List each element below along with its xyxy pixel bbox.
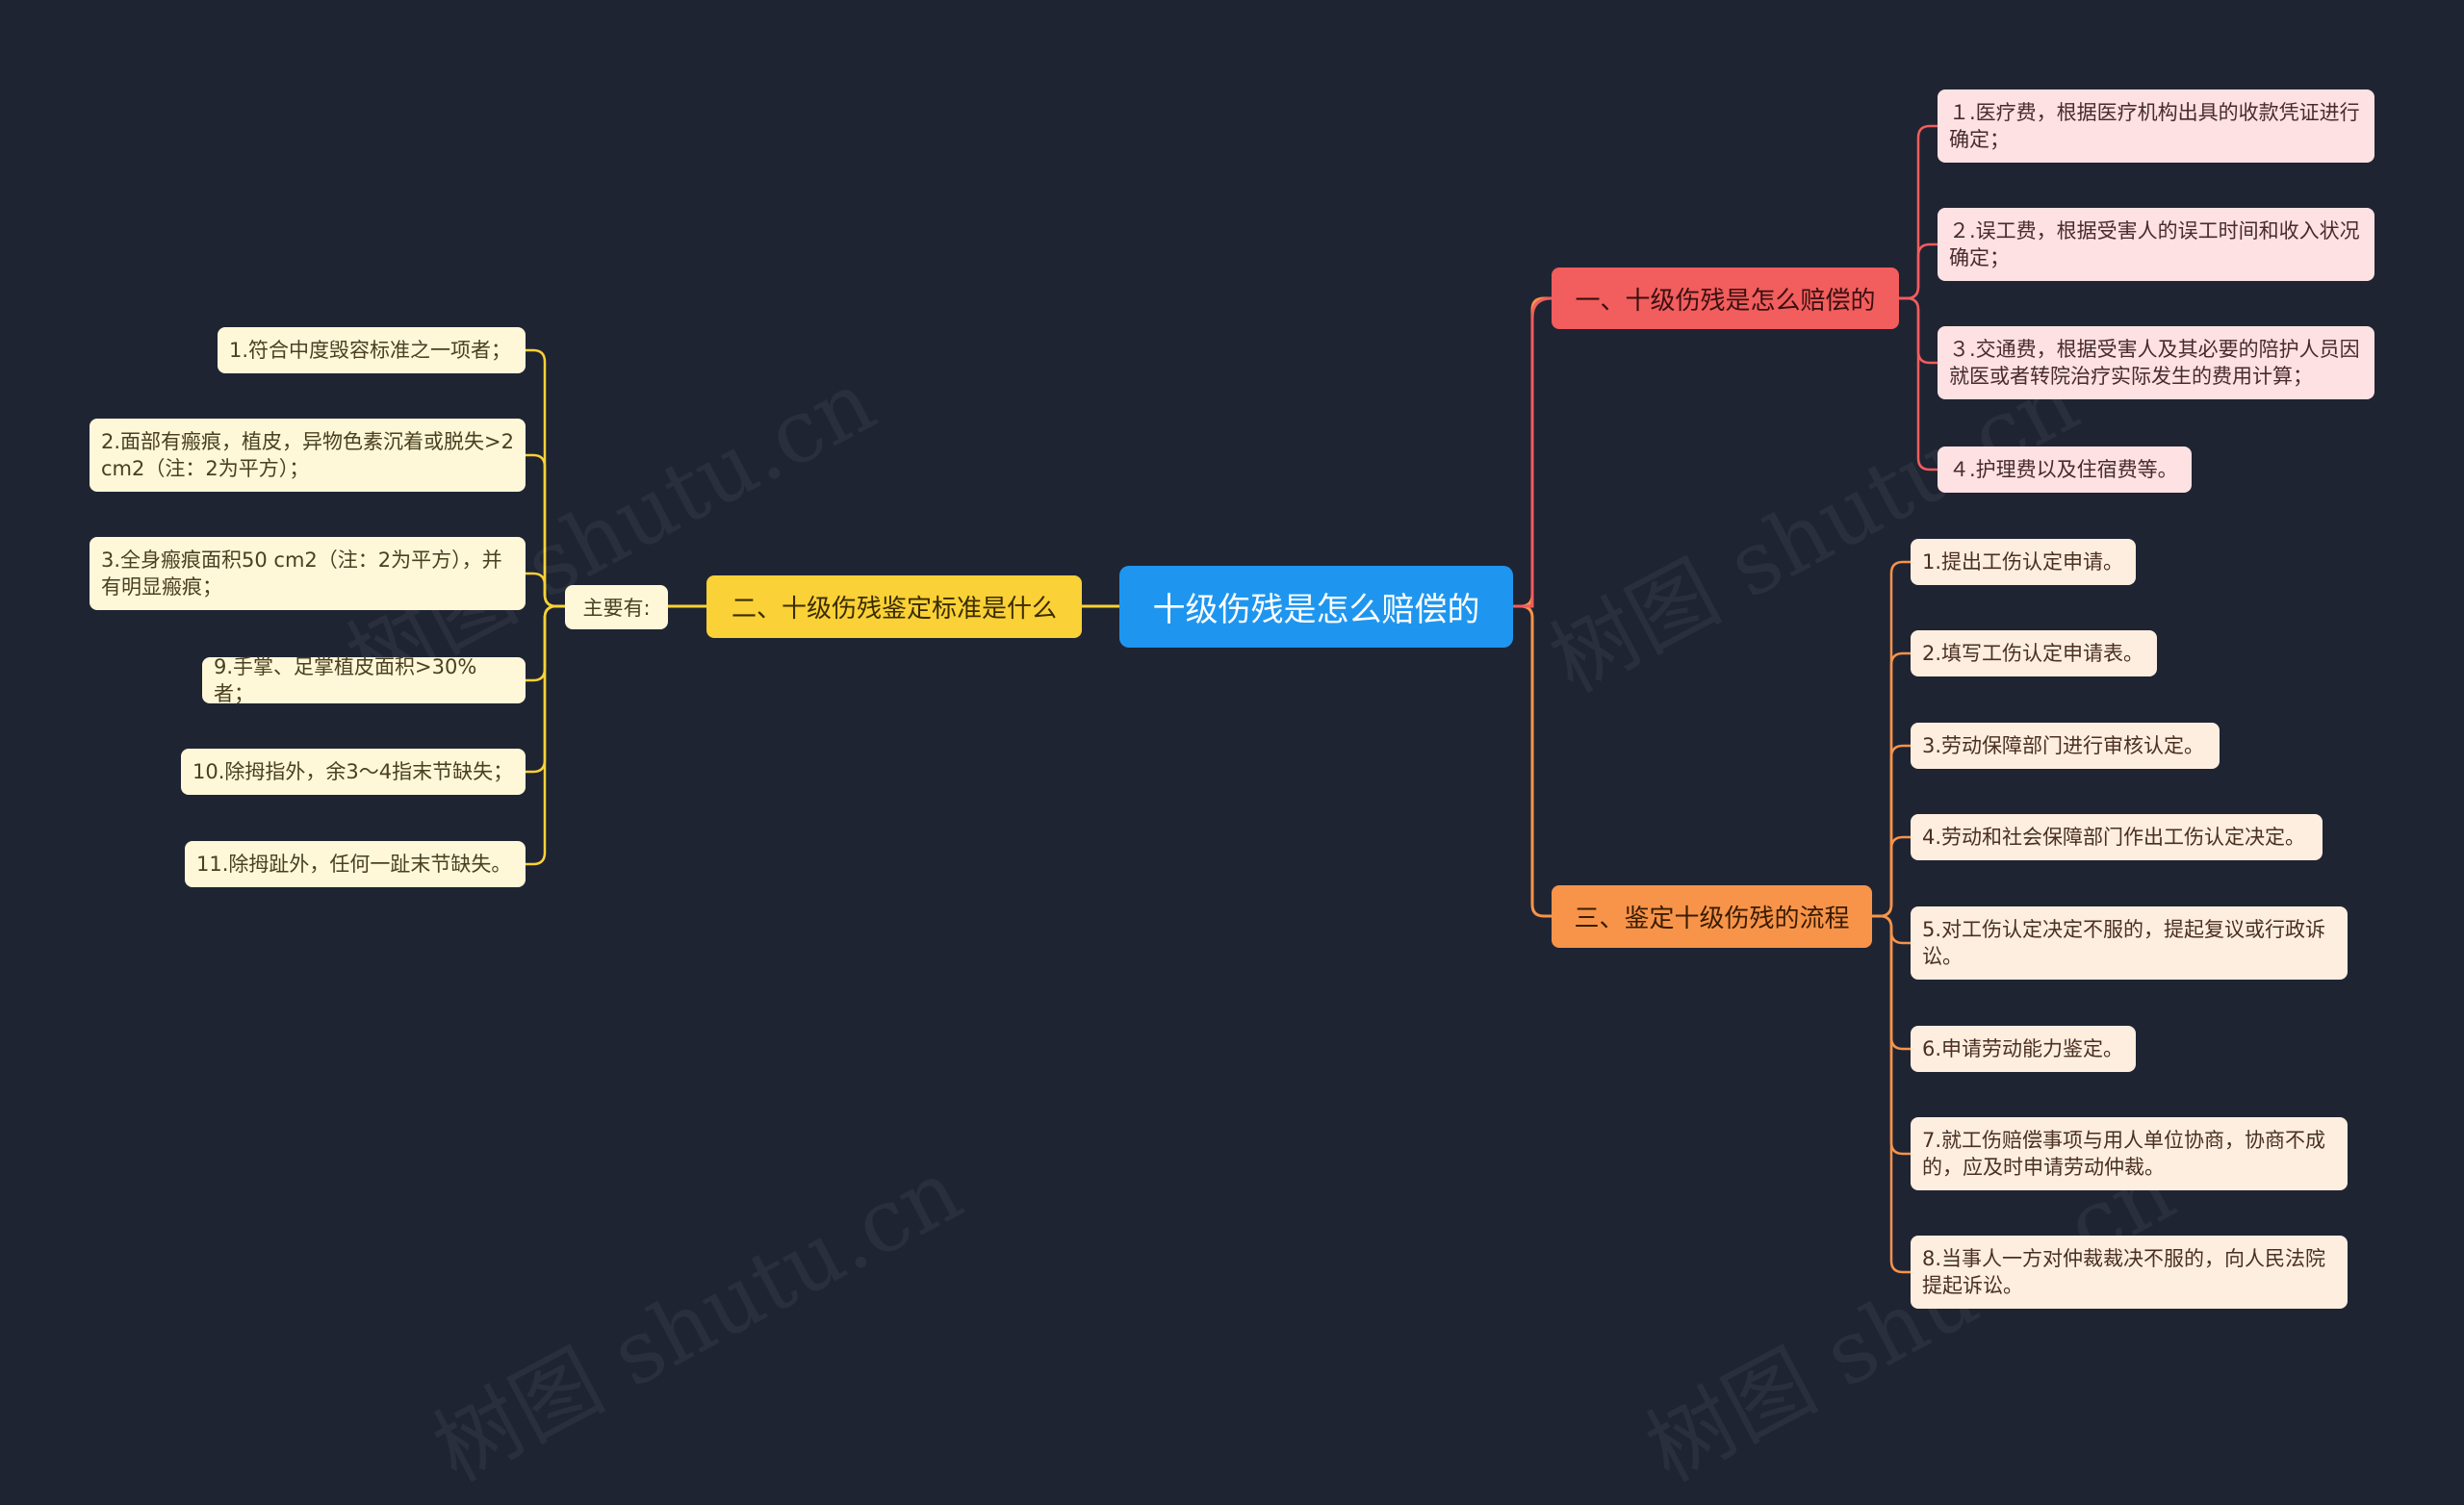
standard-item[interactable]: 9.手掌、足掌植皮面积>30%者； [202, 655, 526, 705]
process-item[interactable]: 1.提出工伤认定申请。 [1911, 539, 2136, 585]
branch-compensation[interactable]: 一、十级伤残是怎么赔偿的 [1552, 268, 1899, 329]
compensation-item-line [1899, 242, 1938, 300]
process-item[interactable]: 6.申请劳动能力鉴定。 [1911, 1026, 2136, 1072]
process-item[interactable]: 7.就工伤赔偿事项与用人单位协商，协商不成的，应及时申请劳动仲裁。 [1911, 1117, 2348, 1190]
standard-item-line [526, 604, 565, 866]
compensation-item-line [1899, 296, 1938, 472]
branch-standard[interactable]: 二、十级伤残鉴定标准是什么 [706, 575, 1082, 638]
standard-item[interactable]: 3.全身瘢痕面积50 cm2（注：2为平方），并有明显瘢痕； [90, 537, 526, 610]
connector-lines [526, 124, 1938, 1274]
branch-compensation-title: 一、十级伤残是怎么赔偿的 [1575, 286, 1876, 316]
process-item[interactable]: 3.劳动保障部门进行审核认定。 [1911, 723, 2220, 769]
branch-process[interactable]: 三、鉴定十级伤残的流程 [1552, 885, 1872, 948]
compensation-item[interactable]: ４.护理费以及住宿费等。 [1938, 446, 2192, 493]
process-item-line [1872, 835, 1911, 918]
standard-item[interactable]: 2.面部有瘢痕，植皮，异物色素沉着或脱失>2 cm2（注：2为平方）； [90, 419, 526, 492]
process-item[interactable]: 5.对工伤认定决定不服的，提起复议或行政诉讼。 [1911, 906, 2348, 980]
standard-label[interactable]: 主要有: [565, 585, 668, 629]
process-item[interactable]: 2.填写工伤认定申请表。 [1911, 630, 2157, 676]
root-to-right-branch-line [1513, 604, 1552, 918]
process-item[interactable]: 8.当事人一方对仲裁裁决不服的，向人民法院提起诉讼。 [1911, 1236, 2348, 1309]
branch-standard-title: 二、十级伤残鉴定标准是什么 [731, 595, 1057, 624]
compensation-item[interactable]: １.医疗费，根据医疗机构出具的收款凭证进行确定； [1938, 89, 2374, 163]
compensation-item[interactable]: ２.误工费，根据受害人的误工时间和收入状况确定； [1938, 208, 2374, 281]
compensation-item[interactable]: ３.交通费，根据受害人及其必要的陪护人员因就医或者转院治疗实际发生的费用计算； [1938, 326, 2374, 399]
root-to-branch-compensation-line [1513, 296, 1553, 608]
process-item-line [1872, 914, 1911, 1274]
process-item[interactable]: 4.劳动和社会保障部门作出工伤认定决定。 [1911, 814, 2323, 860]
mind-map-canvas: 树图 shutu.cn 树图 shutu.cn 树图 shutu.cn 树图 s… [90, 89, 2374, 1501]
standard-item[interactable]: 11.除拇趾外，任何一趾末节缺失。 [185, 841, 526, 887]
standard-item[interactable]: 10.除拇指外，余3～4指末节缺失； [181, 749, 526, 795]
standard-item[interactable]: 1.符合中度毁容标准之一项者； [218, 327, 526, 373]
branch-process-title: 三、鉴定十级伤残的流程 [1574, 905, 1850, 933]
root-topic[interactable]: 十级伤残是怎么赔偿的 [1119, 566, 1513, 648]
root-topic-title: 十级伤残是怎么赔偿的 [1152, 591, 1480, 629]
